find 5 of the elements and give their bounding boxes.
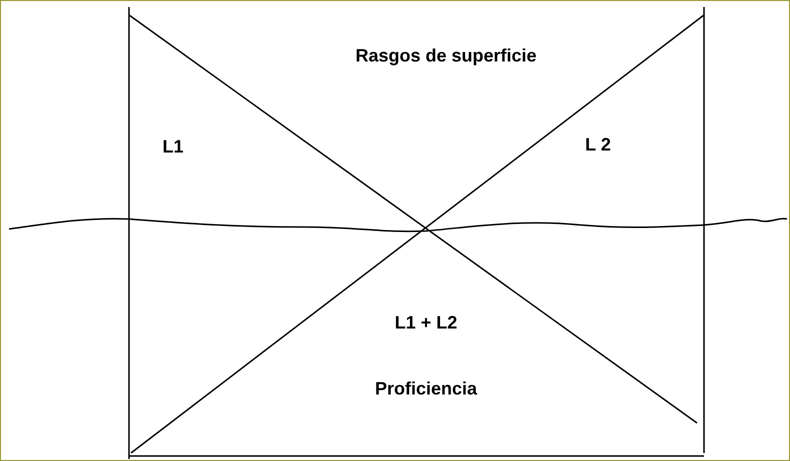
language-label: L1 + L2 (394, 312, 458, 334)
language-label: L 2 (585, 134, 611, 156)
zone-heading: Proficiencia (374, 378, 478, 400)
zone-heading: Rasgos de superficie (355, 46, 537, 66)
language-label: L1 (162, 136, 184, 158)
